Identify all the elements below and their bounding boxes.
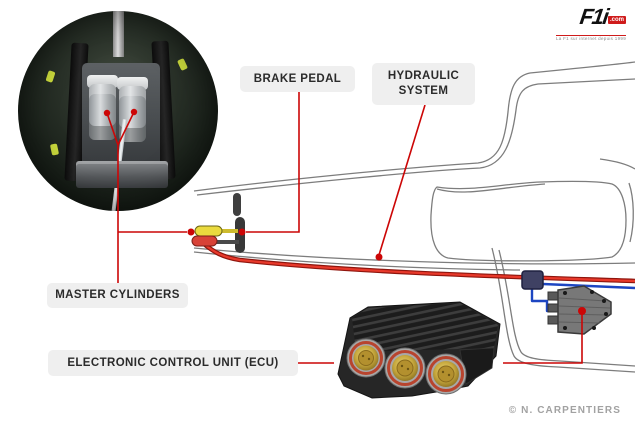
electric-wiring	[530, 282, 635, 313]
car-outline	[193, 61, 635, 373]
brake-pedal-connector	[246, 92, 300, 233]
chassis-bottom-inner	[193, 251, 521, 271]
electric-wire-to-valve	[530, 289, 557, 313]
electric-wire-right	[542, 282, 635, 290]
pushrod-yellow	[221, 229, 238, 233]
hydraulic-system-connector	[378, 104, 426, 256]
valve-body	[557, 285, 612, 335]
photo-steering-column	[113, 11, 124, 57]
rear-bodywork-line	[599, 158, 635, 170]
ecu-connector	[346, 338, 386, 378]
hydraulic-line-core	[203, 243, 635, 283]
pushrod-dark	[215, 240, 239, 244]
f1i-logo-tagline: La F1 sur internet depuis 1999	[555, 35, 626, 41]
ecu-unit	[337, 301, 501, 399]
valve-port	[547, 291, 559, 301]
callout-brake-pedal: BRAKE PEDAL	[240, 66, 355, 92]
ecu-heatsink-side	[459, 347, 495, 385]
ecu-heatsink-top	[352, 303, 498, 352]
cockpit-outline	[430, 180, 627, 262]
photo-vignette	[18, 11, 218, 211]
electric-junction-box	[521, 270, 544, 290]
f1i-logo-text: F1i	[578, 4, 609, 29]
sidepod-inner	[498, 249, 635, 367]
callout-hydraulic-system: HYDRAULIC SYSTEM	[372, 63, 475, 105]
ecu-connector-line	[298, 314, 583, 364]
mirror-arc	[628, 182, 634, 243]
valve-grooves	[558, 297, 611, 324]
dot-valve-unit	[578, 307, 586, 315]
valve-bolts	[563, 290, 608, 330]
valve-port	[547, 303, 559, 313]
master-cylinder-rear	[191, 235, 218, 247]
sidepod-outer	[491, 247, 635, 373]
pedal-assembly	[191, 193, 245, 253]
dot-brake-pedal	[238, 228, 246, 236]
hydraulic-line-casing	[202, 242, 635, 284]
brake-valve-unit	[547, 285, 612, 335]
f1i-logo: F1i.com La F1 sur internet depuis 1999	[555, 4, 626, 44]
dot-master-cylinders	[187, 228, 195, 236]
cockpit-panel-line	[436, 183, 546, 193]
master-cylinder-front	[194, 225, 223, 237]
callout-ecu: ELECTRONIC CONTROL UNIT (ECU)	[48, 350, 298, 376]
ecu-body	[337, 301, 501, 399]
brake-pedal-bar	[235, 217, 245, 253]
ecu-connector	[384, 347, 426, 389]
valve-port	[547, 315, 559, 325]
f1i-logo-com: .com	[607, 16, 626, 24]
master-cylinders-photo	[18, 11, 218, 211]
chassis-bottom-outer	[193, 247, 635, 265]
dot-hydraulic-line	[375, 253, 383, 261]
ecu-connector	[425, 353, 467, 395]
callout-master-cylinders: MASTER CYLINDERS	[47, 283, 188, 308]
throttle-pedal	[233, 193, 241, 216]
hydraulic-line	[202, 242, 635, 284]
photo-credit: © N. CARPENTIERS	[508, 405, 621, 416]
